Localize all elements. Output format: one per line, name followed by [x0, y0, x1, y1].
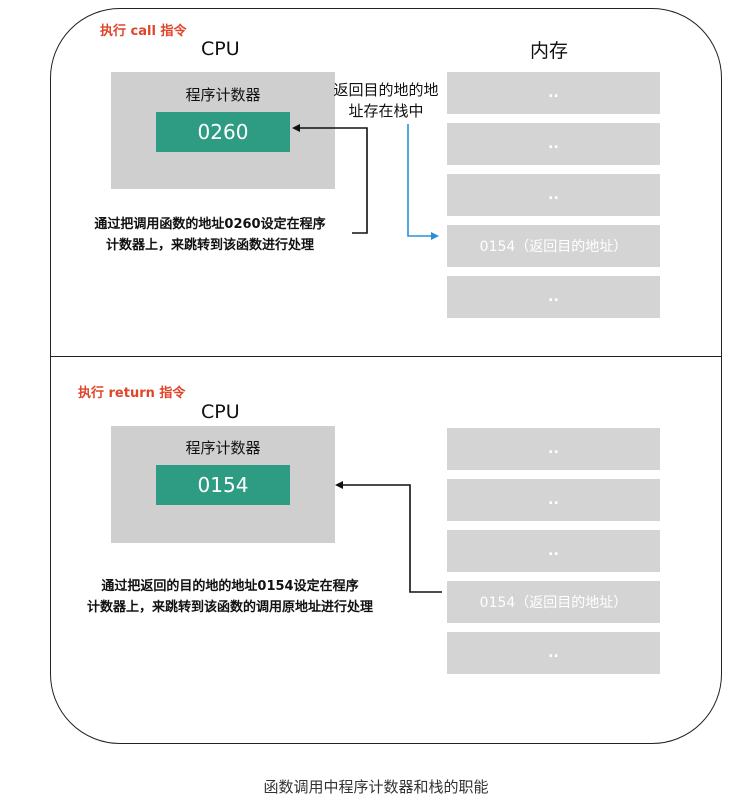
return-note-line2: 址存在栈中	[348, 102, 424, 120]
bottom-memory-cell: ..	[447, 530, 660, 572]
diagram-frame	[50, 8, 722, 744]
return-note-line1: 返回目的地的地	[333, 81, 439, 99]
bottom-memory-cell: ..	[447, 479, 660, 521]
top-explanation-line2: 计数器上，来跳转到该函数进行处理	[105, 238, 314, 253]
top-memory-cell: ..	[447, 276, 660, 318]
bottom-cpu-label: CPU	[201, 401, 240, 423]
top-memory-cell: ..	[447, 72, 660, 114]
call-jump-arrow	[292, 124, 368, 234]
bottom-memory-cell: ..	[447, 428, 660, 470]
top-memory-cell: ..	[447, 123, 660, 165]
return-jump-arrow	[335, 481, 442, 593]
figure-caption: 函数调用中程序计数器和栈的职能	[263, 778, 489, 796]
bottom-pc-label: 程序计数器	[185, 439, 261, 457]
top-cpu-label: CPU	[201, 38, 240, 60]
push-return-address-arrow	[407, 124, 439, 240]
top-explanation-line1: 通过把调用函数的地址0260设定在程序	[94, 217, 326, 232]
bottom-memory-cell: ..	[447, 632, 660, 674]
top-pc-value: 0260	[156, 112, 290, 152]
call-instruction-label: 执行 call 指令	[100, 24, 187, 39]
section-divider	[50, 356, 722, 357]
return-note: 返回目的地的地 址存在栈中	[326, 80, 446, 122]
bottom-explanation-line2: 计数器上，来跳转到该函数的调用原地址进行处理	[86, 600, 373, 615]
top-pc-label: 程序计数器	[185, 86, 261, 104]
top-memory-cell-return-address: 0154（返回目的地址）	[447, 225, 660, 267]
memory-title: 内存	[530, 40, 569, 62]
bottom-pc-value: 0154	[156, 465, 290, 505]
return-instruction-label: 执行 return 指令	[78, 386, 186, 401]
top-explanation: 通过把调用函数的地址0260设定在程序 计数器上，来跳转到该函数进行处理	[60, 214, 360, 256]
top-memory-cell: ..	[447, 174, 660, 216]
bottom-explanation: 通过把返回的目的地的地址0154设定在程序 计数器上，来跳转到该函数的调用原地址…	[50, 576, 410, 618]
bottom-memory-cell-return-address: 0154（返回目的地址）	[447, 581, 660, 623]
bottom-explanation-line1: 通过把返回的目的地的地址0154设定在程序	[101, 579, 359, 594]
